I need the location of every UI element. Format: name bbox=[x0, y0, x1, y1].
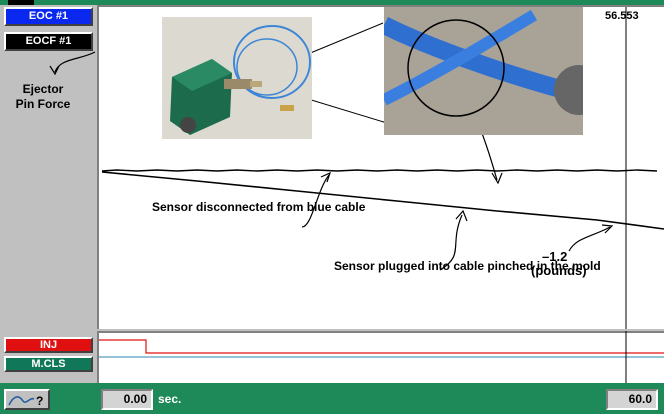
inj-channel-tag[interactable]: INJ bbox=[4, 337, 93, 353]
sensor-photo bbox=[162, 17, 312, 139]
inj-trace bbox=[99, 339, 664, 354]
pinched-annotation: Sensor plugged into cable pinched in the… bbox=[334, 259, 601, 273]
chart-help-icon: ? bbox=[8, 394, 43, 408]
disconnected-annotation: Sensor disconnected from blue cable bbox=[152, 200, 366, 214]
ejector-pin-force-label: Ejector Pin Force bbox=[15, 82, 71, 111]
zoomed-cable-photo bbox=[384, 7, 583, 135]
zoomed-cable-drawing bbox=[384, 7, 583, 135]
bottom-toolbar bbox=[0, 383, 664, 414]
svg-text:?: ? bbox=[36, 394, 43, 408]
lower-plot[interactable] bbox=[97, 331, 664, 383]
channel-sidebar bbox=[0, 5, 97, 329]
mcls-channel-tag[interactable]: M.CLS bbox=[4, 356, 93, 372]
waveform-plot[interactable] bbox=[97, 5, 664, 329]
start-time-field[interactable]: 0.00 bbox=[101, 389, 153, 410]
top-bar bbox=[0, 0, 664, 5]
chart-help-button[interactable]: ? bbox=[4, 389, 50, 410]
end-time-field[interactable]: 60.0 bbox=[606, 389, 658, 410]
top-bar-marker bbox=[8, 0, 34, 5]
value-unit-annotation: (pounds) bbox=[531, 263, 587, 278]
value-annotation: –1.2 bbox=[542, 249, 568, 264]
lower-traces bbox=[99, 331, 664, 383]
disconnected-trace bbox=[101, 169, 658, 172]
eocf-channel-button[interactable]: EOCF #1 bbox=[4, 32, 93, 51]
cursor-readout: 56.553 bbox=[605, 10, 639, 22]
time-unit-label: sec. bbox=[158, 392, 182, 406]
pinched-trace bbox=[101, 171, 664, 230]
sensor-photo-drawing bbox=[162, 17, 312, 139]
eoc-channel-button[interactable]: EOC #1 bbox=[4, 7, 93, 26]
